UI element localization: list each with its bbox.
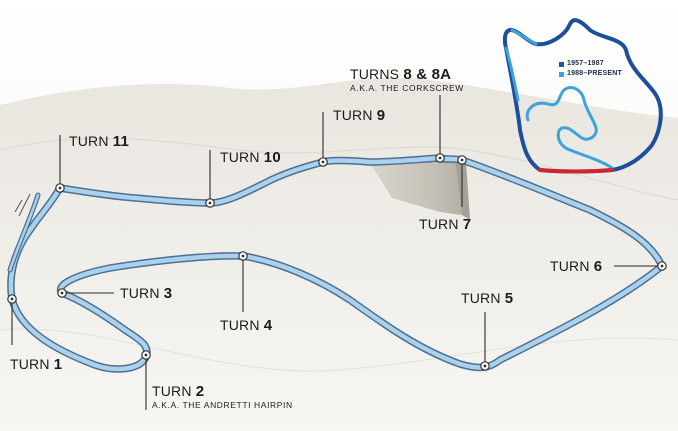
marker-turn-4	[238, 251, 248, 261]
label-turn-6: TURN 6	[550, 258, 603, 275]
label-turn-1: TURN 1	[10, 356, 63, 373]
label-turn-8-nickname: A.K.A. THE CORKSCREW	[350, 83, 464, 93]
terrain-ridge	[0, 328, 678, 372]
marker-turn-9	[318, 157, 328, 167]
marker-turn-8	[435, 153, 445, 163]
legend-swatch	[559, 71, 564, 77]
start-finish-marker	[14, 193, 31, 217]
label-turn-10: TURN 10	[220, 149, 281, 166]
marker-turn-5	[480, 361, 490, 371]
marker-turn-1	[7, 294, 17, 304]
marker-turn-3	[57, 288, 67, 298]
marker-turn-6	[657, 261, 667, 271]
terrain-ridge	[0, 137, 678, 201]
legend-item-1988-present: 1988–PRESENT	[559, 69, 622, 79]
legend-item-1957-1987: 1957–1987	[559, 59, 622, 69]
marker-turn-2	[141, 350, 151, 360]
leader-lines	[11, 95, 662, 410]
turn-markers	[7, 153, 667, 371]
label-turn-9: TURN 9	[333, 107, 386, 124]
label-turn-2: TURN 2 A.K.A. THE ANDRETTI HAIRPIN	[152, 383, 293, 411]
label-turn-4: TURN 4	[220, 317, 273, 334]
label-turn-11: TURN 11	[69, 133, 130, 150]
marker-turn-10	[205, 198, 215, 208]
label-turns-8-8a: TURNS 8 & 8A A.K.A. THE CORKSCREW	[350, 66, 464, 94]
label-turn-7: TURN 7	[419, 216, 472, 233]
marker-turn-7	[457, 155, 467, 165]
marker-turn-11	[55, 183, 65, 193]
label-turn-5: TURN 5	[461, 290, 514, 307]
terrain	[0, 77, 678, 431]
legend-swatch	[559, 61, 564, 67]
label-turn-3: TURN 3	[120, 285, 173, 302]
inset-legend: 1957–1987 1988–PRESENT	[559, 59, 622, 79]
inset-layout-map	[502, 18, 663, 174]
label-turn-2-nickname: A.K.A. THE ANDRETTI HAIRPIN	[152, 400, 293, 410]
corkscrew-cliff	[370, 158, 462, 215]
